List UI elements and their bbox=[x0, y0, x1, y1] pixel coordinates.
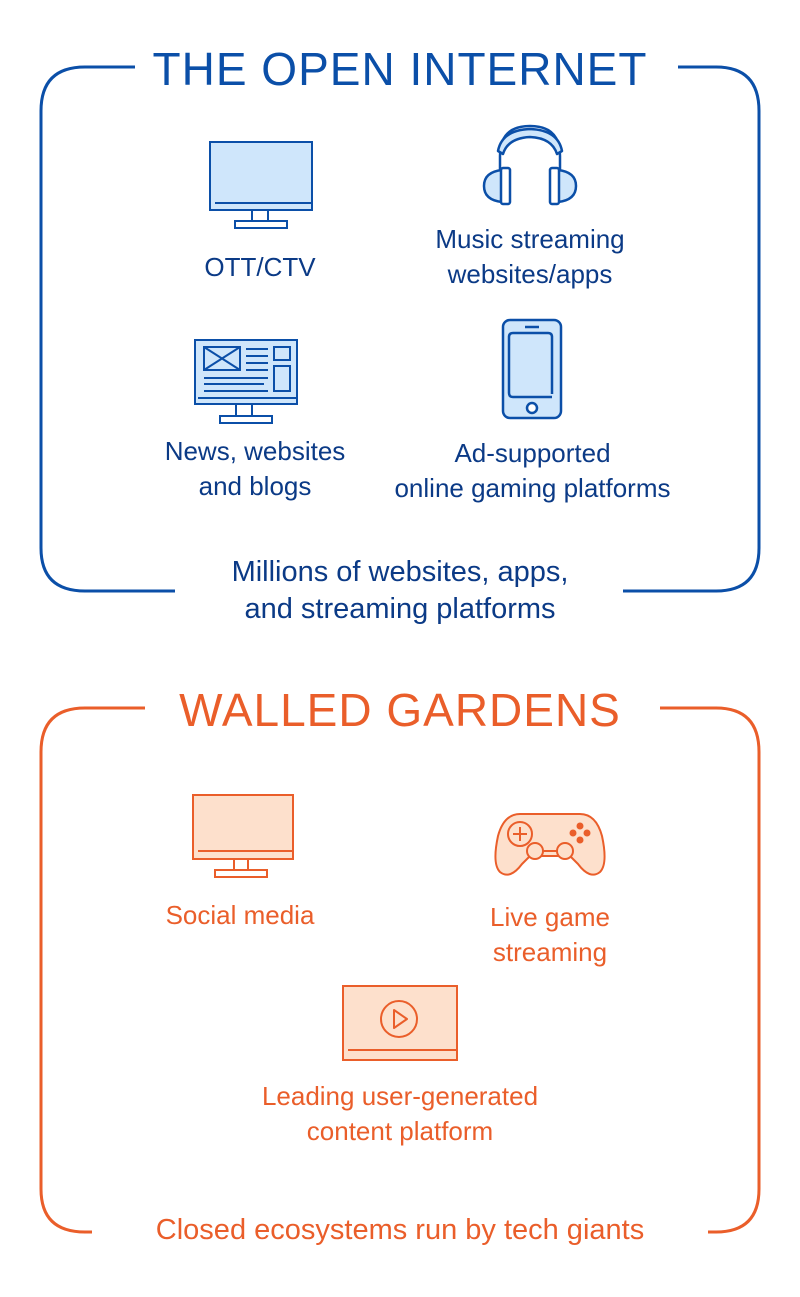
smartphone-icon bbox=[501, 318, 563, 420]
walled-gardens-title: WALLED GARDENS bbox=[0, 683, 800, 737]
music-streaming-label: Music streaming websites/apps bbox=[390, 222, 670, 292]
video-player-icon bbox=[342, 985, 458, 1061]
ott-ctv-label: OTT/CTV bbox=[160, 250, 360, 285]
label-line: OTT/CTV bbox=[204, 252, 316, 282]
open-internet-footer: Millions of websites, apps, and streamin… bbox=[0, 554, 800, 628]
label-line: Live game bbox=[490, 902, 610, 932]
social-media-label: Social media bbox=[140, 898, 340, 933]
footer-line: Closed ecosystems run by tech giants bbox=[155, 1214, 645, 1246]
label-line: Leading user-generated bbox=[261, 1081, 539, 1111]
headphones-icon bbox=[482, 124, 578, 206]
walled-gardens-footer: Closed ecosystems run by tech giants bbox=[0, 1212, 800, 1249]
open-internet-title: THE OPEN INTERNET bbox=[0, 42, 800, 96]
label-line: websites/apps bbox=[447, 259, 613, 289]
news-website-monitor-icon bbox=[194, 339, 298, 424]
label-line: and blogs bbox=[198, 471, 312, 501]
label-line: Social media bbox=[165, 900, 315, 930]
open-internet-frame bbox=[39, 65, 761, 593]
gamepad-icon bbox=[494, 813, 606, 876]
user-generated-content-label: Leading user-generated content platform bbox=[200, 1079, 600, 1149]
tv-monitor-icon bbox=[209, 141, 313, 229]
label-line: content platform bbox=[306, 1116, 494, 1146]
walled-gardens-title-text: WALLED GARDENS bbox=[161, 684, 639, 736]
open-internet-title-text: THE OPEN INTERNET bbox=[134, 43, 666, 95]
walled-gardens-frame bbox=[39, 706, 761, 1234]
label-line: online gaming platforms bbox=[394, 473, 671, 503]
footer-line: and streaming platforms bbox=[244, 593, 556, 625]
ad-supported-gaming-label: Ad-supported online gaming platforms bbox=[360, 436, 705, 506]
live-game-streaming-label: Live game streaming bbox=[430, 900, 670, 970]
label-line: Ad-supported bbox=[454, 438, 611, 468]
news-websites-label: News, websites and blogs bbox=[130, 434, 380, 504]
label-line: News, websites bbox=[164, 436, 346, 466]
label-line: Music streaming bbox=[435, 224, 625, 254]
footer-line: Millions of websites, apps, bbox=[231, 556, 569, 588]
monitor-icon bbox=[192, 794, 294, 878]
label-line: streaming bbox=[492, 937, 608, 967]
